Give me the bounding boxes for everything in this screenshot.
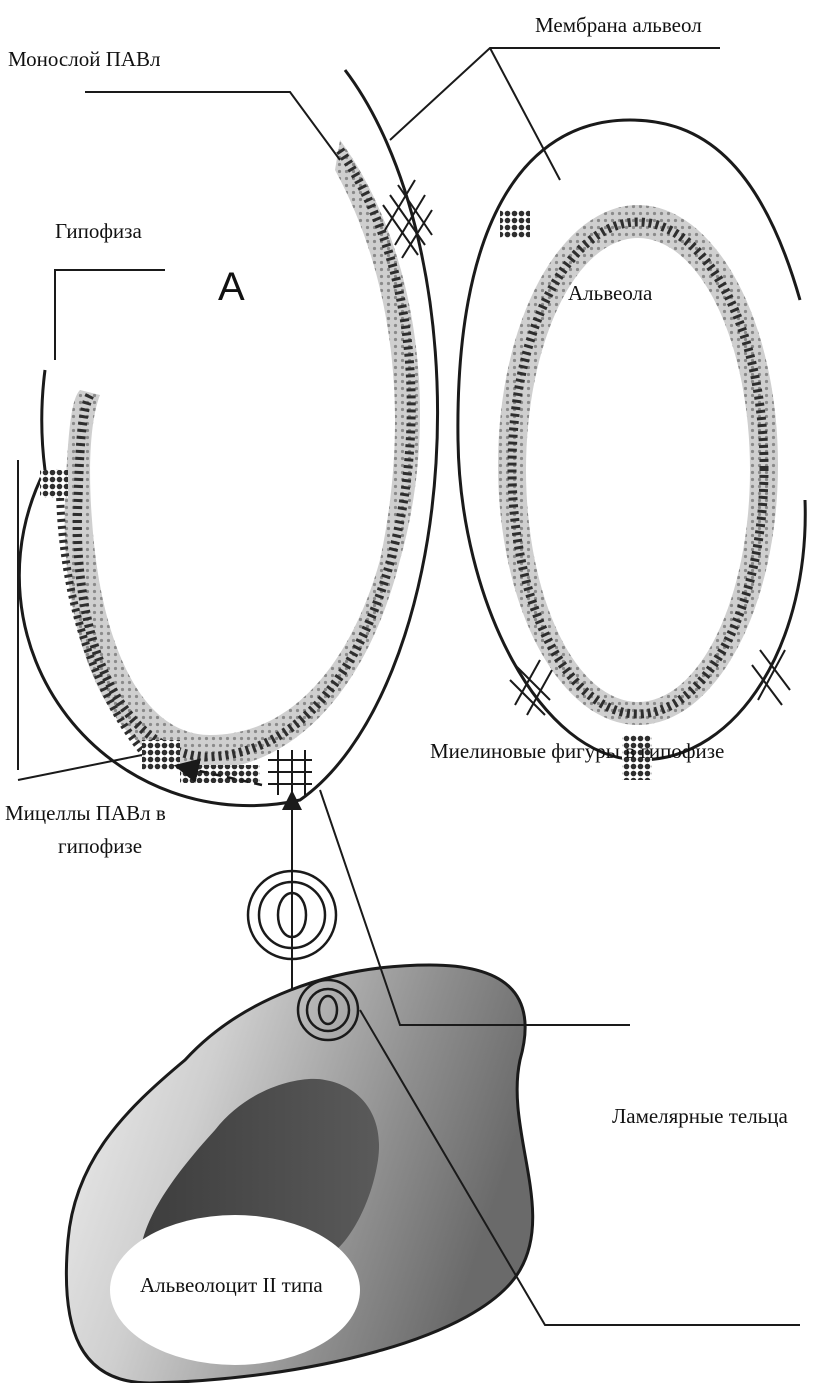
micelles-cluster-2: [40, 470, 68, 498]
alveolus-right: [458, 120, 805, 780]
leader-monolayer: [85, 92, 340, 160]
label-hypophase: Гипофиза: [55, 218, 142, 244]
label-alveolus: Альвеола: [568, 280, 652, 306]
leader-membrane-2: [490, 48, 560, 180]
label-alveolocyte: Альвеолоцит II типа: [140, 1272, 323, 1298]
label-myelin: Миелиновые фигуры в гипофизе: [430, 738, 724, 764]
micelles-cluster-3: [180, 765, 260, 783]
alveolocyte: [66, 965, 532, 1383]
label-alveolus-a: A: [218, 265, 245, 310]
label-micelles-line2: гипофизе: [58, 833, 142, 859]
alveolus-a: [19, 70, 437, 806]
micelles-cluster: [142, 740, 180, 770]
label-micelles-line1: Мицеллы ПАВл в: [5, 800, 166, 826]
label-membrane: Мембрана альвеол: [535, 12, 702, 38]
label-monolayer: Монослой ПАВл: [8, 46, 161, 72]
leader-hypophase: [55, 270, 165, 360]
myelin-rings: [248, 800, 336, 1000]
label-lamellar: Ламелярные тельца: [612, 1103, 788, 1129]
